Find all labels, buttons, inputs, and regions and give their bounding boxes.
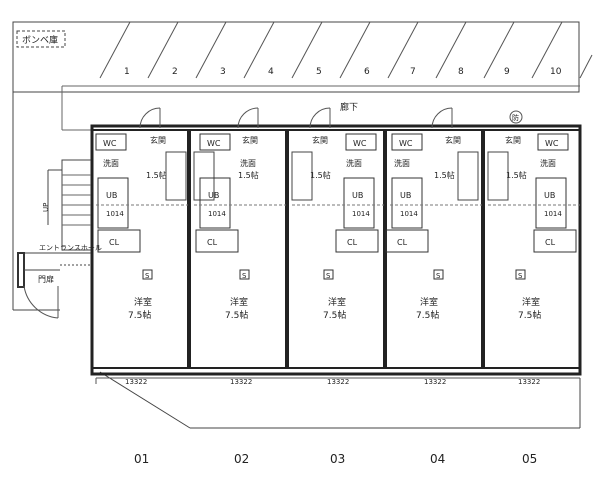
parking-number: 4 (268, 67, 274, 77)
bath-label: UB (106, 191, 117, 200)
bath-size-label: 1014 (400, 210, 418, 218)
room-label: 洋室 (420, 296, 438, 308)
parking-number: 8 (458, 67, 464, 77)
entrance-label: 玄関 (242, 135, 258, 145)
bath-label: UB (544, 191, 555, 200)
storage-label: S (436, 272, 441, 280)
parking-number: 6 (364, 67, 370, 77)
washroom-label: 洗面 (540, 158, 556, 168)
entrance-label: 玄関 (312, 135, 328, 145)
parking-number: 7 (410, 67, 416, 77)
washroom-label: 洗面 (103, 158, 119, 168)
room-size-label: 7.5帖 (416, 309, 439, 321)
room-label: 洋室 (522, 296, 540, 308)
parking-number: 3 (220, 67, 226, 77)
kitchen-label: 1.5帖 (506, 170, 527, 180)
parking-number: 9 (504, 67, 510, 77)
storage-label: S (242, 272, 247, 280)
washroom-label: 洗面 (346, 158, 362, 168)
stair-up-label: UP (42, 203, 50, 212)
unit-number: 03 (330, 452, 345, 466)
wc-label: WC (353, 139, 367, 148)
kitchen-label: 1.5帖 (434, 170, 455, 180)
dimension-label: 13322 (518, 378, 540, 386)
wc-label: WC (399, 139, 413, 148)
gas-cylinder-label: ボンベ庫 (22, 34, 58, 46)
room-label: 洋室 (328, 296, 346, 308)
room-size-label: 7.5帖 (323, 309, 346, 321)
bath-label: UB (352, 191, 363, 200)
bath-size-label: 1014 (544, 210, 562, 218)
unit-number: 04 (430, 452, 445, 466)
parking-number: 10 (550, 67, 562, 77)
room-size-label: 7.5帖 (225, 309, 248, 321)
entrance-hall-label: エントランスホール (39, 244, 102, 252)
wc-label: WC (207, 139, 221, 148)
parking-number: 5 (316, 67, 322, 77)
closet-label: CL (207, 238, 218, 247)
stair-entrance: UP エントランスホール 門扉 (17, 159, 102, 319)
unit-number: 01 (134, 452, 149, 466)
room-size-label: 7.5帖 (518, 309, 541, 321)
room-label: 洋室 (134, 296, 152, 308)
closet-label: CL (347, 238, 358, 247)
unit-03: WC 玄関 洗面 1.5帖 UB 1014 CL S 洋室 7.5帖 13322… (287, 107, 385, 466)
bath-label: UB (400, 191, 411, 200)
parking-number: 2 (172, 67, 178, 77)
entrance-label: 玄関 (150, 135, 166, 145)
balcony-lines (95, 377, 580, 384)
closet-label: CL (545, 238, 556, 247)
bath-size-label: 1014 (106, 210, 124, 218)
corridor-label: 廊下 (340, 101, 358, 113)
closet-label: CL (109, 238, 120, 247)
unit-number: 05 (522, 452, 537, 466)
wc-label: WC (103, 139, 117, 148)
closet-label: CL (397, 238, 408, 247)
parking-number: 1 (124, 67, 130, 77)
room-size-label: 7.5帖 (128, 309, 151, 321)
dimension-label: 13322 (125, 378, 147, 386)
unit-number: 02 (234, 452, 249, 466)
entrance-label: 玄関 (445, 135, 461, 145)
kitchen-label: 1.5帖 (238, 170, 259, 180)
dimension-label: 13322 (424, 378, 446, 386)
fire-equipment-icon: 防 (512, 113, 519, 122)
entrance-label: 玄関 (505, 135, 521, 145)
gas-cylinder-storage: ボンベ庫 (16, 30, 66, 48)
gate-door-label: 門扉 (38, 274, 54, 284)
washroom-label: 洗面 (394, 158, 410, 168)
kitchen-label: 1.5帖 (146, 170, 167, 180)
parking-numbers: 1 2 3 4 5 6 7 8 9 10 (124, 67, 562, 77)
unit-05: WC 玄関 防 洗面 1.5帖 UB 1014 CL S 洋室 7.5帖 133… (483, 110, 581, 466)
unit-02: WC 玄関 洗面 1.5帖 UB 1014 CL S 洋室 7.5帖 13322… (189, 107, 287, 466)
dimension-label: 13322 (327, 378, 349, 386)
unit-01: WC 玄関 洗面 1.5帖 UB 1014 CL S 洋室 7.5帖 13322… (91, 107, 189, 466)
room-label: 洋室 (230, 296, 248, 308)
unit-04: WC 玄関 洗面 1.5帖 UB 1014 CL S 洋室 7.5帖 13322… (385, 107, 483, 466)
bath-label: UB (208, 191, 219, 200)
site-outline (12, 21, 581, 429)
dimension-label: 13322 (230, 378, 252, 386)
storage-label: S (518, 272, 523, 280)
storage-label: S (326, 272, 331, 280)
corridor: 廊下 (61, 85, 580, 131)
wc-label: WC (545, 139, 559, 148)
kitchen-label: 1.5帖 (310, 170, 331, 180)
bath-size-label: 1014 (208, 210, 226, 218)
bath-size-label: 1014 (352, 210, 370, 218)
parking-stripes (99, 21, 593, 79)
storage-label: S (145, 272, 150, 280)
washroom-label: 洗面 (240, 158, 256, 168)
